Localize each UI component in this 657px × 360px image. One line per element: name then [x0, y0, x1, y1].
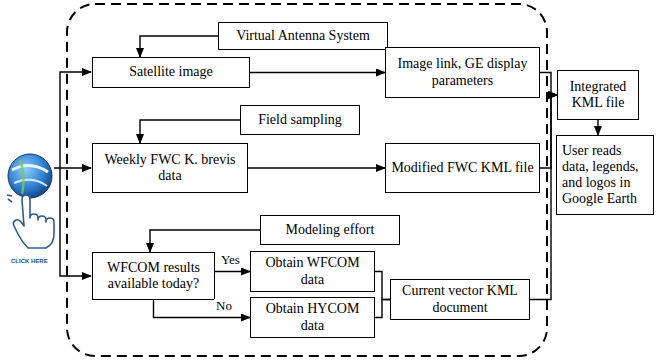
box-text: Current vector KML document [396, 283, 524, 315]
box-text: Modeling effort [286, 222, 375, 238]
box-text: Obtain HYCOM data [256, 301, 369, 333]
box-text: User reads data, legends, and logos in G… [562, 143, 648, 207]
flow-arrow [140, 36, 218, 57]
flow-arrow [540, 95, 557, 168]
dashed-boundary [67, 4, 547, 356]
box-text: Image link, GE display parameters [391, 56, 534, 88]
process-box: Integrated KML file [557, 70, 639, 120]
flow-arrow [154, 300, 251, 318]
box-text: Field sampling [258, 112, 342, 128]
flow-arrow [375, 272, 390, 300]
edge-label: Yes [219, 253, 242, 267]
box-text: WFCOM results available today? [98, 260, 209, 292]
google-earth-icon [8, 154, 52, 198]
process-box: Field sampling [240, 105, 360, 135]
flow-arrow [530, 95, 557, 300]
flow-arrow [248, 167, 385, 168]
process-box: Virtual Antenna System [218, 22, 388, 50]
flow-arrow [540, 73, 557, 96]
box-text: Integrated KML file [563, 79, 633, 111]
decision-box: WFCOM results available today? [92, 252, 215, 300]
box-text: Weekly FWC K. brevis data [98, 152, 242, 184]
box-text: Virtual Antenna System [236, 28, 370, 44]
pointing-hand-icon [7, 187, 54, 248]
process-box: Modeling effort [260, 215, 400, 245]
flow-arrow [140, 120, 240, 143]
flow-arrow [250, 72, 385, 73]
process-box: Obtain WFCOM data [250, 251, 375, 292]
process-box: Obtain HYCOM data [250, 297, 375, 338]
box-text: Obtain WFCOM data [256, 255, 369, 287]
process-box: Current vector KML document [390, 279, 530, 320]
process-box: Satellite image [92, 57, 250, 88]
process-box: Image link, GE display parameters [385, 47, 540, 98]
process-box: Modified FWC KML file [385, 143, 540, 193]
flow-arrow [215, 271, 250, 272]
process-box: Weekly FWC K. brevis data [92, 143, 248, 193]
flow-arrow [150, 230, 260, 252]
flow-arrow [375, 300, 390, 318]
icon-connector [54, 72, 91, 276]
edge-label: No [214, 299, 234, 313]
box-text: Modified FWC KML file [391, 160, 533, 176]
box-text: Satellite image [129, 64, 213, 80]
icon-caption: CLICK HERE [11, 258, 48, 264]
flow-arrow [597, 120, 598, 135]
process-box: User reads data, legends, and logos in G… [556, 135, 654, 215]
